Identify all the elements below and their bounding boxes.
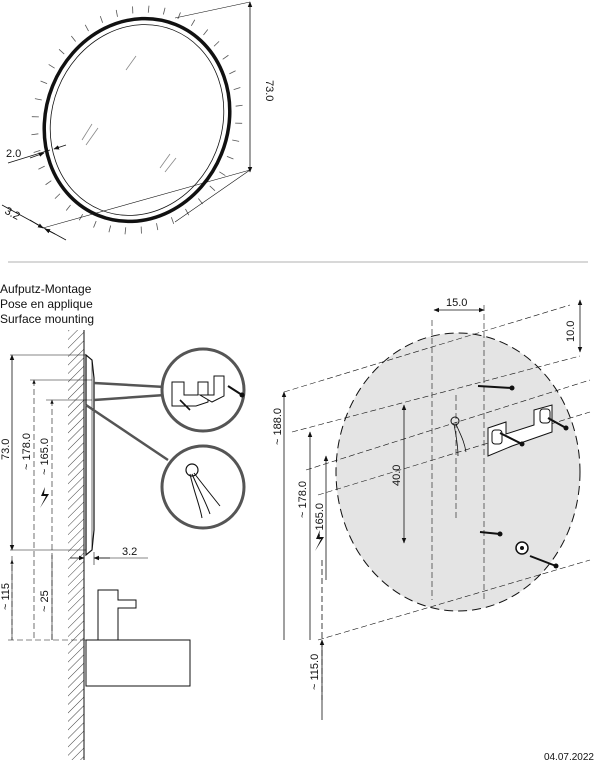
bracket-icon: [487, 404, 553, 457]
light-ray: [58, 49, 65, 55]
light-ray: [65, 204, 71, 211]
light-ray: [170, 217, 175, 225]
screw-icon: [477, 385, 515, 391]
mirror-area: [335, 332, 581, 612]
light-ray: [162, 7, 166, 15]
light-ray: [34, 98, 42, 101]
mirror-profile: [85, 353, 95, 557]
light-ray: [235, 104, 243, 107]
light-ray: [40, 80, 48, 85]
front-dim-15: 15.0: [446, 297, 467, 309]
drawing-date: 04.07.2022: [543, 752, 594, 763]
faucet: [97, 589, 137, 641]
mounting-title-block: Aufputz-Montage Pose en applique Surface…: [0, 282, 94, 327]
screw-icon: [499, 432, 525, 447]
cable-outlet-icon: [450, 416, 467, 457]
detail-circle-cable: [160, 444, 246, 530]
top-dim-depth: 3.2: [3, 205, 22, 223]
light-ray: [115, 9, 118, 17]
light-ray: [190, 19, 196, 27]
light-ray: [213, 41, 220, 47]
light-ray: [177, 12, 181, 20]
light-ray: [209, 185, 216, 191]
front-dim-165: ~ 165.0: [314, 503, 326, 540]
light-ray: [45, 180, 52, 186]
light-ray: [38, 165, 45, 170]
front-dim-188: ~ 188.0: [272, 408, 284, 445]
light-ray: [233, 87, 241, 91]
front-dim-10: 10.0: [565, 321, 577, 342]
mirror-outer-ring: [42, 16, 232, 224]
bracket-icon: [171, 375, 225, 411]
basin: [85, 639, 191, 687]
light-ray: [33, 149, 41, 153]
light-ray: [31, 133, 39, 136]
screw-icon: [529, 555, 559, 569]
side-view: 73.0 ~ 178.0 ~ 165.0 3.2 ~ 115 ~ 25: [0, 330, 246, 760]
light-ray: [84, 24, 89, 32]
front-dim-115: ~ 115.0: [309, 654, 321, 690]
front-dim-40: 40.0: [391, 465, 403, 486]
top-dim-height: 73.0: [263, 80, 275, 101]
mounting-title-en: Surface mounting: [0, 312, 95, 326]
screw-icon: [547, 417, 569, 431]
light-ray: [156, 223, 159, 231]
side-dim-165: ~ 165.0: [39, 438, 51, 475]
light-ray: [54, 193, 61, 199]
light-ray: [71, 35, 76, 42]
light-ray: [124, 227, 127, 235]
light-ray: [99, 15, 104, 23]
side-dim-25: ~ 25: [39, 590, 51, 612]
screw-icon: [479, 531, 503, 537]
light-rays: [31, 5, 243, 235]
screw-icon: [227, 385, 245, 398]
mirror-inner-ring: [49, 24, 225, 216]
light-ray: [185, 208, 190, 216]
light-ray: [108, 225, 112, 233]
light-ray: [147, 5, 150, 13]
front-dim-178: ~ 178.0: [297, 481, 309, 518]
lightning-bolt-icon: [40, 487, 49, 508]
top-mirror-view: 73.0 2.0 3.2: [1, 1, 275, 241]
light-ray: [93, 220, 97, 228]
cable-outlet-icon: [185, 463, 221, 519]
light-ray: [219, 171, 226, 176]
side-dim-178: ~ 178.0: [21, 433, 33, 470]
side-dim-depth: 3.2: [122, 546, 137, 558]
light-ray: [229, 70, 236, 75]
light-ray: [232, 139, 240, 142]
mounting-title-de: Aufputz-Montage: [0, 282, 92, 296]
side-dim-height: 73.0: [0, 439, 12, 460]
light-ray: [203, 29, 209, 36]
side-dim-115: ~ 115: [0, 583, 12, 610]
wall-hatch: [68, 330, 84, 760]
light-ray: [48, 64, 55, 69]
light-ray: [222, 54, 229, 60]
front-view: 15.0 10.0 ~ 188.0 ~ 178.0 ~ 165.0 40.0 ~…: [272, 297, 591, 720]
light-ray: [226, 155, 234, 160]
mounting-title-fr: Pose en applique: [0, 297, 93, 311]
top-dim-frame: 2.0: [6, 148, 21, 160]
